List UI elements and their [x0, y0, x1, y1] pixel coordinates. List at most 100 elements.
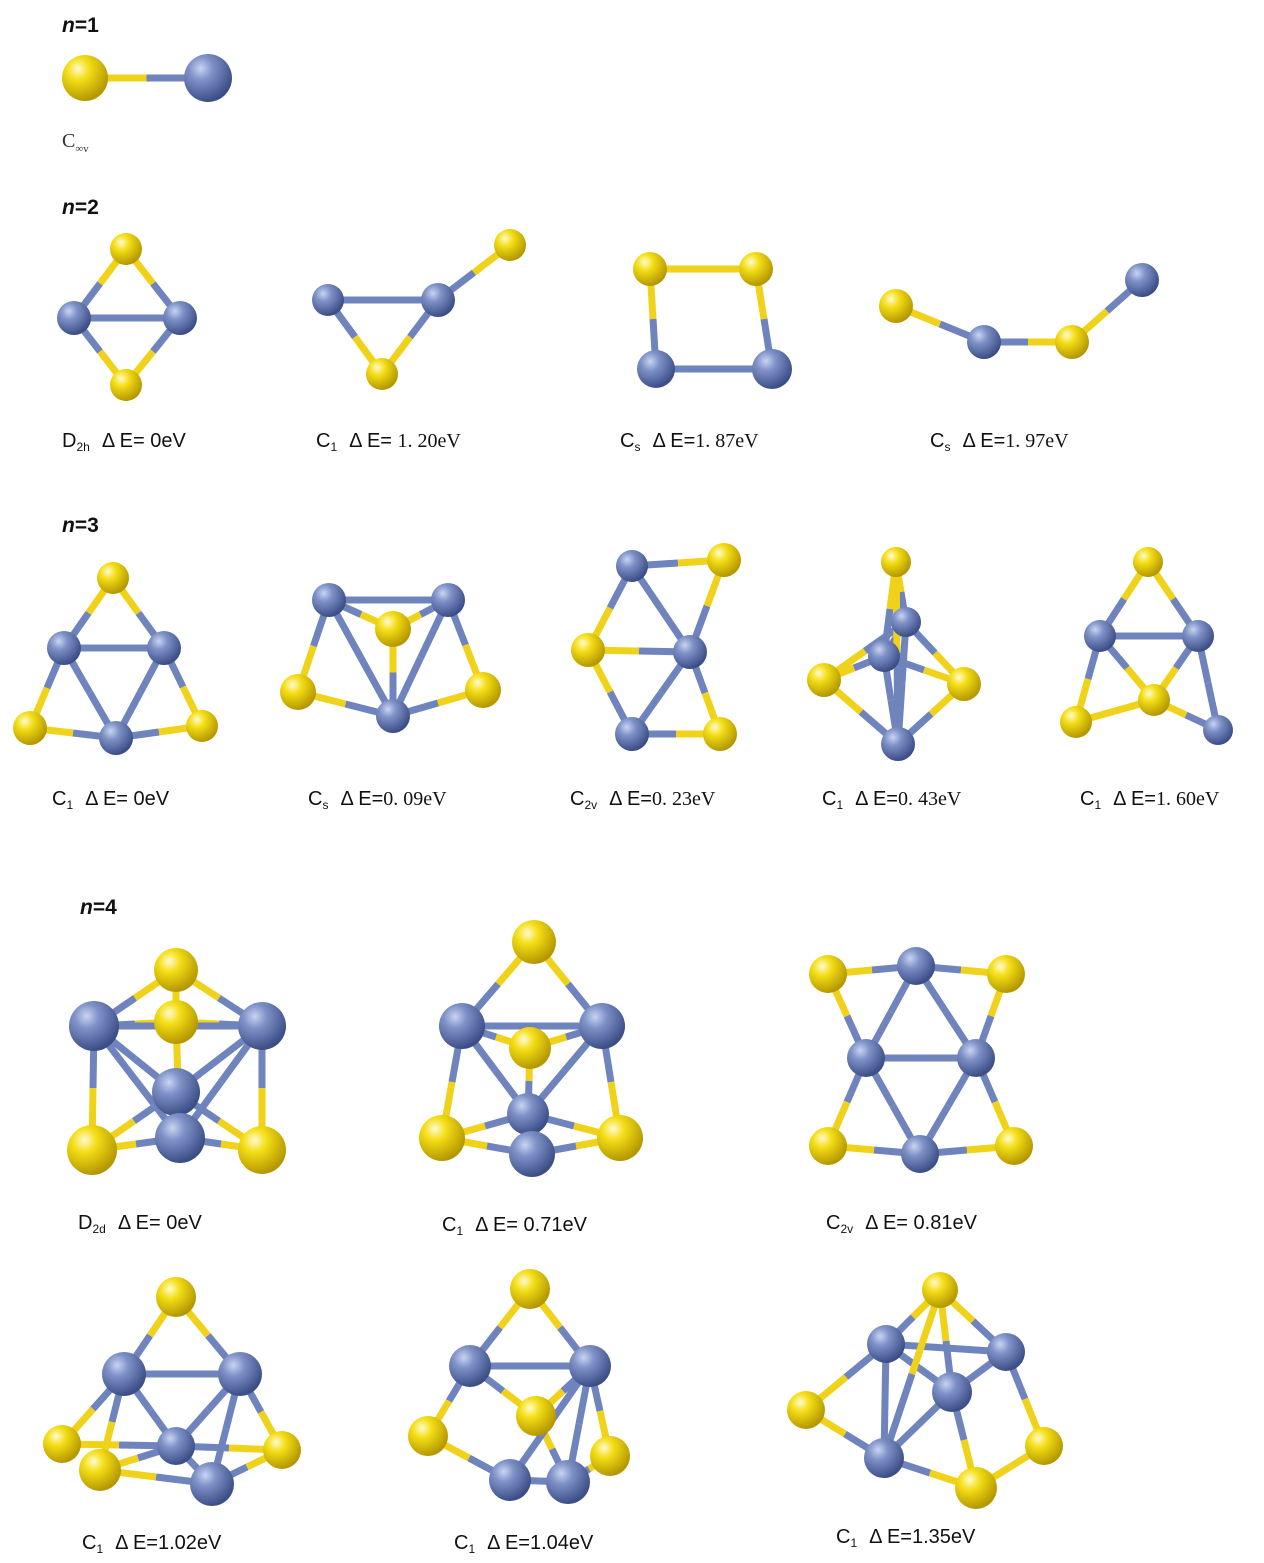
metal-atom [901, 1135, 939, 1173]
sulfur-atom [375, 611, 411, 647]
sulfur-atom [13, 711, 47, 745]
metal-atom [312, 583, 346, 617]
sulfur-atom [110, 369, 142, 401]
sulfur-atom [955, 1467, 997, 1509]
metal-atom [163, 301, 197, 335]
sulfur-atom [703, 717, 737, 751]
sulfur-atom [156, 1277, 196, 1317]
symmetry-label-n1: C∞v [62, 130, 89, 155]
sulfur-atom [1025, 1427, 1063, 1465]
metal-atom [752, 349, 792, 389]
metal-atom [69, 1001, 119, 1051]
section-label-n1: n=1 [62, 14, 99, 37]
sulfur-atom [809, 955, 847, 993]
sulfur-atom [987, 955, 1025, 993]
sulfur-atom [995, 1127, 1033, 1165]
bond [892, 561, 901, 654]
metal-atom [1182, 620, 1214, 652]
sulfur-atom [633, 252, 667, 286]
metal-atom [1203, 715, 1233, 745]
metal-atom [673, 635, 707, 669]
structure-n4-1 [67, 948, 286, 1175]
sulfur-atom [79, 1449, 121, 1491]
sulfur-atom [154, 948, 198, 992]
metal-atom [507, 1093, 549, 1135]
sulfur-atom [238, 1126, 286, 1174]
sulfur-atom [512, 920, 556, 964]
structure-n4-3 [809, 947, 1033, 1173]
structure-n2-4 [879, 263, 1159, 359]
metal-atom [376, 699, 410, 733]
sulfur-atom [509, 1027, 551, 1069]
metal-atom [637, 350, 675, 388]
section-label-n4: n=4 [80, 896, 117, 919]
structure-n2-1 [57, 233, 197, 401]
sulfur-atom [97, 562, 129, 594]
sulfur-atom [280, 674, 316, 710]
sulfur-atom [1133, 547, 1163, 577]
sulfur-atom [1060, 706, 1092, 738]
sulfur-atom [879, 289, 913, 323]
sulfur-atom [366, 358, 398, 390]
metal-atom [868, 640, 900, 672]
sulfur-atom [154, 1000, 198, 1044]
sulfur-atom [494, 229, 526, 261]
metal-atom [867, 1325, 905, 1363]
sulfur-atom [67, 1125, 117, 1175]
sulfur-atom [807, 663, 841, 697]
structure-n4-4 [43, 1277, 301, 1506]
sulfur-atom [809, 1127, 847, 1165]
metal-atom [967, 325, 1001, 359]
structure-n4-2 [419, 920, 643, 1177]
section-label-n3: n=3 [62, 514, 99, 537]
metal-atom [218, 1352, 262, 1396]
sulfur-atom [516, 1396, 556, 1436]
metal-atom [847, 1039, 885, 1077]
sulfur-atom [263, 1431, 301, 1469]
metal-atom [431, 583, 465, 617]
metal-atom [616, 550, 648, 582]
sulfur-atom [590, 1436, 630, 1476]
metal-atom [579, 1003, 625, 1049]
sulfur-atom [571, 633, 605, 667]
metal-atom [190, 1462, 234, 1506]
sulfur-atom [43, 1425, 81, 1463]
sulfur-atom [1055, 325, 1089, 359]
metal-atom [152, 1068, 200, 1116]
metal-atom [449, 1345, 491, 1387]
sulfur-atom [787, 1391, 825, 1429]
metal-atom [509, 1131, 555, 1177]
sulfur-atom [881, 547, 911, 577]
structure-n3-4 [807, 547, 981, 761]
structure-n1-1 [62, 54, 232, 102]
metal-atom [569, 1345, 611, 1387]
structure-n2-2 [312, 229, 526, 390]
metal-atom [546, 1460, 590, 1504]
metal-atom [102, 1352, 146, 1396]
metal-atom [881, 727, 915, 761]
metal-atom [147, 631, 181, 665]
metal-atom [1125, 263, 1159, 297]
metal-atom [987, 1333, 1025, 1371]
metal-atom [897, 947, 935, 985]
structure-n3-1 [13, 562, 218, 755]
sulfur-atom [1138, 684, 1170, 716]
metal-atom [57, 301, 91, 335]
metal-atom [932, 1372, 972, 1412]
sulfur-atom [922, 1272, 958, 1308]
metal-atom [957, 1039, 995, 1077]
sulfur-atom [597, 1115, 643, 1161]
metal-atom [47, 631, 81, 665]
